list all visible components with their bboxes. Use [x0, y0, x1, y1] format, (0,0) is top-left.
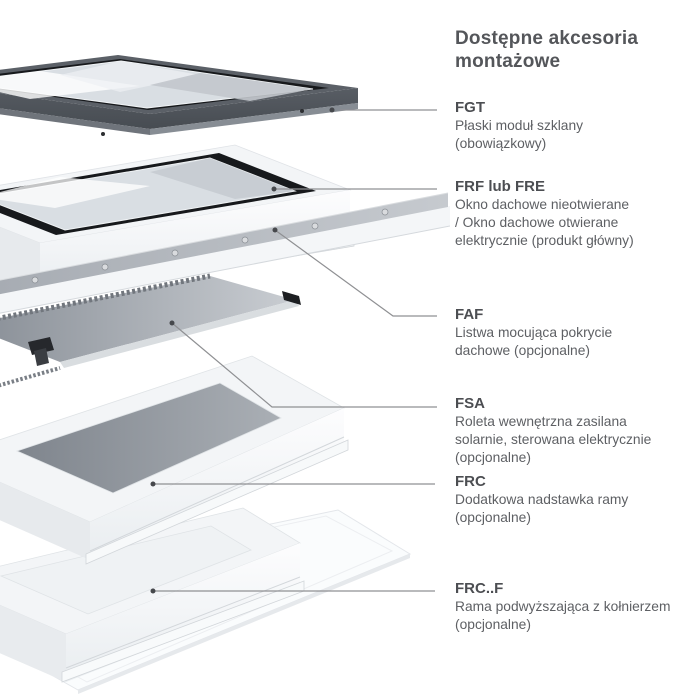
leader-line-faf	[272, 227, 437, 317]
faf-mounting-strip-illustration	[0, 192, 450, 314]
accessory-item-frf-fre: FRF lub FRE Okno dachowe nieotwierane / …	[455, 177, 675, 250]
accessory-description: Rama podwyższająca z kołnierzem (opcjona…	[455, 599, 671, 632]
fgt-glass-module-illustration	[0, 55, 358, 136]
fsa-roller-blind-illustration	[0, 273, 301, 388]
leader-line-fgt	[329, 107, 437, 113]
leader-line-frcf	[150, 588, 435, 594]
accessory-item-frc: FRC Dodatkowa nadstawka ramy (opcjonalne…	[455, 472, 675, 527]
accessory-description: Roleta wewnętrzna zasilana solarnie, ste…	[455, 414, 652, 465]
leader-line-frf-fre	[271, 186, 437, 192]
page-title: Dostępne akcesoria montażowe	[455, 28, 639, 72]
accessory-code: FRF lub FRE	[455, 178, 545, 195]
leader-line-fsa	[169, 320, 437, 408]
accessory-item-fgt: FGT Płaski moduł szklany (obowiązkowy)	[455, 98, 675, 153]
frc-frame-extension-illustration	[0, 355, 349, 565]
accessory-item-faf: FAF Listwa mocująca pokrycie dachowe (op…	[455, 305, 675, 360]
accessory-item-frcf: FRC..F Rama podwyższająca z kołnierzem (…	[455, 579, 675, 634]
accessory-description: Okno dachowe nieotwierane / Okno dachowe…	[455, 197, 634, 248]
leader-lines	[150, 107, 437, 594]
leader-line-frc	[150, 481, 435, 487]
accessory-code: FSA	[455, 395, 485, 412]
accessory-code: FRC	[455, 473, 486, 490]
accessory-item-fsa: FSA Roleta wewnętrzna zasilana solarnie,…	[455, 394, 675, 467]
accessory-description: Dodatkowa nadstawka ramy (opcjonalne)	[455, 492, 629, 525]
accessory-description: Płaski moduł szklany (obowiązkowy)	[455, 118, 584, 151]
accessory-description: Listwa mocująca pokrycie dachowe (opcjon…	[455, 325, 613, 358]
accessory-code: FAF	[455, 306, 484, 323]
accessory-code: FRC..F	[455, 580, 504, 597]
accessory-code: FGT	[455, 99, 485, 116]
exploded-view-illustration	[0, 55, 450, 694]
